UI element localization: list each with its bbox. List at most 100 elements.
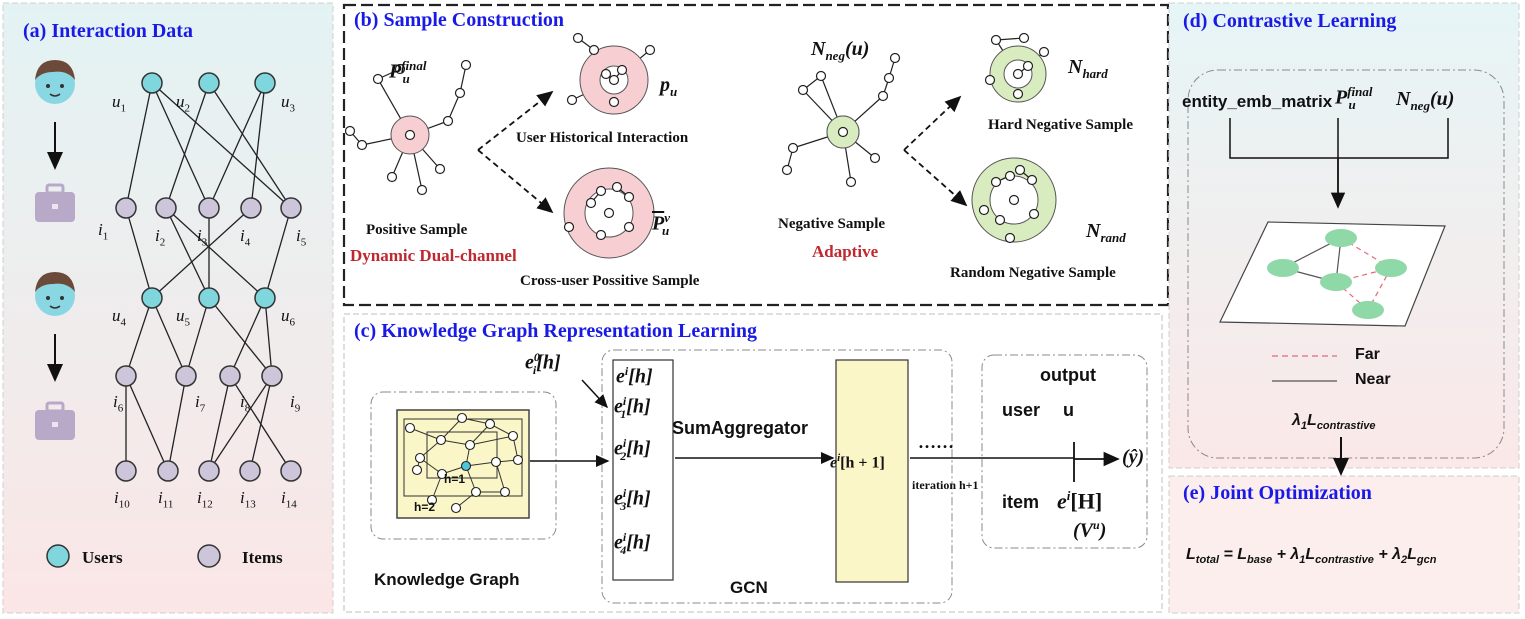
- graph-node: [797, 84, 809, 96]
- embedding-node: [1267, 259, 1299, 277]
- node-label: i11: [158, 488, 174, 511]
- neighbor-embedding: ei2[h]: [614, 436, 651, 463]
- neighbor-embedding: ei1[h]: [614, 394, 651, 421]
- target-entity-node: [460, 460, 472, 472]
- negative-sample-label: Negative Sample: [778, 216, 886, 232]
- ei-h-symbol: ei[h]: [616, 364, 653, 388]
- e-H-symbol: ei[H]: [1057, 488, 1103, 514]
- dashed-arrow: [477, 90, 554, 151]
- interaction-graph: [115, 72, 302, 482]
- graph-edge: [167, 375, 187, 472]
- kg-node: [435, 434, 447, 446]
- pv-symbol: Pvu: [652, 210, 670, 238]
- iteration-label: iteration h+1: [912, 478, 979, 492]
- graph-node: [572, 32, 584, 44]
- graph-node: [394, 63, 406, 75]
- graph-edge: [264, 207, 292, 299]
- kg-edge: [469, 435, 514, 446]
- graph-node: [623, 191, 635, 203]
- graph-edge: [185, 297, 210, 377]
- hard-negative-label: Hard Negative Sample: [988, 117, 1133, 133]
- graph-node: [990, 176, 1002, 188]
- graph-edge: [125, 82, 153, 209]
- graph-edge: [125, 207, 153, 299]
- panel-b-title: (b) Sample Construction: [354, 9, 565, 31]
- item-node: [175, 365, 197, 387]
- item-node: [280, 460, 302, 482]
- graph-edge: [208, 82, 292, 209]
- n-rand-symbol: Nrand: [1086, 220, 1126, 245]
- kg-edge: [409, 427, 442, 441]
- graph-node: [356, 139, 368, 151]
- graph-node: [442, 115, 454, 127]
- user-avatar-icon: [35, 60, 75, 104]
- graph-edge: [229, 297, 266, 377]
- panel-a-title: (a) Interaction Data: [23, 20, 193, 42]
- node-label: u5: [176, 306, 190, 329]
- graph-edge: [165, 207, 210, 299]
- neighbor-column: [612, 359, 674, 581]
- kg-node: [484, 418, 496, 430]
- graph-node: [608, 96, 620, 108]
- kg-node: [411, 464, 423, 476]
- graph-node: [990, 34, 1002, 46]
- node-label: i12: [197, 488, 213, 511]
- graph-node: [787, 142, 799, 154]
- neighbor-embedding: ei3[h]: [614, 486, 651, 513]
- graph-edge: [151, 82, 210, 209]
- graph-node: [1026, 174, 1038, 186]
- graph-node: [644, 44, 656, 56]
- graph-node: [1018, 32, 1030, 44]
- node-label: u2: [176, 92, 190, 115]
- kg-node: [414, 452, 426, 464]
- kg-node: [499, 486, 511, 498]
- node-label: i9: [290, 392, 301, 415]
- hop-1-label: h=1: [444, 472, 466, 486]
- graph-node: [877, 90, 889, 102]
- graph-node: [404, 129, 416, 141]
- panel-e-title: (e) Joint Optimization: [1183, 482, 1372, 504]
- graph-node: [1038, 46, 1050, 58]
- kg-edge: [495, 461, 506, 493]
- item-node: [239, 460, 261, 482]
- items-legend-label: Items: [242, 548, 283, 567]
- graph-edge: [125, 375, 169, 472]
- e-h-plus-1-symbol: ei[h + 1]: [830, 452, 885, 472]
- adaptive-label: Adaptive: [812, 242, 879, 261]
- kg-edge: [440, 417, 463, 441]
- negative-sample-graph: [781, 52, 901, 188]
- kg-node: [507, 430, 519, 442]
- item-node: [115, 365, 137, 387]
- graph-edge: [208, 297, 273, 377]
- graph-node: [454, 87, 466, 99]
- kg-node: [512, 454, 524, 466]
- user-node: [198, 287, 220, 309]
- user-history-graph: [566, 32, 656, 115]
- graph-node: [984, 74, 996, 86]
- node-label: u1: [112, 92, 126, 115]
- briefcase-icon: [35, 183, 75, 222]
- user-node: [254, 287, 276, 309]
- hop-2-label: h=2: [414, 500, 436, 514]
- user-history-label: User Historical Interaction: [516, 130, 689, 146]
- ellipsis: ……: [918, 432, 954, 452]
- graph-node: [595, 229, 607, 241]
- dual-channel-label: Dynamic Dual-channel: [350, 246, 517, 265]
- graph-edge: [249, 375, 273, 472]
- graph-node: [978, 204, 990, 216]
- embedding-node: [1320, 273, 1352, 291]
- graph-node: [460, 59, 472, 71]
- kg-node: [464, 439, 476, 451]
- graph-node: [585, 197, 597, 209]
- embedding-graph: [1267, 229, 1407, 319]
- node-label: i8: [240, 392, 251, 415]
- node-label: i2: [155, 226, 166, 249]
- item-node: [115, 197, 137, 219]
- item-node: [198, 460, 220, 482]
- graph-node: [372, 73, 384, 85]
- kg-node: [470, 486, 482, 498]
- graph-node: [616, 64, 628, 76]
- graph-node: [781, 164, 793, 176]
- graph-node: [603, 207, 615, 219]
- graph-node: [588, 44, 600, 56]
